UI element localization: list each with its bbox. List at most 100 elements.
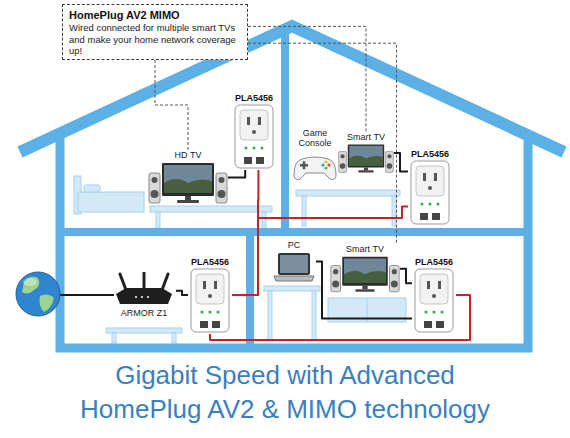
status-led: [216, 310, 219, 313]
adapter-icon: [408, 160, 452, 226]
ethernet-port: [244, 157, 252, 164]
adapter-icon: [232, 104, 276, 170]
gamepad-button: [324, 160, 327, 163]
outlet-slot: [247, 117, 250, 125]
speaker-cone: [151, 190, 159, 198]
network-cable: [228, 170, 245, 178]
room-wall: [281, 30, 289, 232]
floor: [60, 228, 528, 236]
outlet-ground: [428, 186, 432, 190]
speaker-cone: [340, 154, 344, 158]
callout-body: Wired connected for multiple smart TVs a…: [69, 22, 241, 57]
room-wall: [246, 232, 254, 348]
network-cable: [316, 262, 412, 319]
outlet-slot: [434, 173, 437, 181]
speaker-cone: [340, 163, 346, 169]
outlet-ground: [252, 130, 256, 134]
tv-screen: [164, 165, 212, 193]
desk-leg: [302, 196, 306, 226]
outlet-slot: [423, 173, 426, 181]
router-antenna: [162, 274, 168, 290]
table: [106, 328, 182, 333]
power-line: [232, 170, 258, 295]
device-label: PC: [272, 240, 316, 250]
speaker-cone: [387, 163, 393, 169]
router-body: [116, 288, 172, 304]
tv-icon: [330, 255, 400, 294]
pc-icon: [272, 251, 316, 283]
globe-continent: [40, 294, 55, 312]
tv-device: Smart TV: [338, 132, 394, 174]
outlet-slot: [214, 281, 217, 289]
tv-icon: [338, 143, 394, 174]
globe-continent: [22, 277, 39, 294]
tv-picture: [344, 271, 386, 283]
status-led: [200, 310, 203, 313]
speaker-cone: [333, 269, 338, 274]
laptop-lid: [278, 253, 310, 275]
ethernet-port: [212, 321, 220, 328]
status-led: [436, 202, 439, 205]
router-antenna: [143, 273, 146, 288]
bed-pillow: [84, 185, 100, 192]
ethernet-port: [420, 213, 428, 220]
tv-screen: [349, 146, 383, 166]
router-led: [135, 296, 137, 298]
router-icon: [112, 272, 176, 308]
speaker-cone: [219, 177, 225, 183]
device-label: Smart TV: [338, 132, 394, 142]
speaker-cone: [392, 269, 397, 274]
status-led: [260, 146, 263, 149]
status-led: [424, 310, 427, 313]
gamepad-button: [324, 166, 327, 169]
status-led: [440, 310, 443, 313]
speaker: [339, 151, 347, 172]
outlet-slot: [203, 281, 206, 289]
globe: [16, 272, 60, 316]
speaker: [216, 173, 227, 203]
desk: [264, 286, 320, 291]
power-line: [232, 207, 408, 296]
powerline-adapter: PLA5456: [408, 148, 452, 226]
adapter-label: PLA5456: [232, 92, 276, 104]
game-console: Game Console: [292, 128, 338, 183]
table-leg: [172, 333, 176, 343]
adapter-label: PLA5456: [408, 148, 452, 160]
device-label: HD TV: [148, 150, 228, 160]
house-walls: [60, 134, 528, 348]
desk: [296, 190, 400, 196]
adapter-label: PLA5456: [412, 256, 456, 268]
speaker-cone: [152, 177, 158, 183]
outlet-ground: [432, 294, 436, 298]
tv-device: HD TV: [148, 150, 228, 205]
callout-leader: [248, 43, 397, 244]
device-label: ARMOR Z1: [112, 308, 176, 319]
tv-base: [177, 200, 199, 203]
router-device: ARMOR Z1: [112, 272, 176, 319]
status-led: [244, 146, 247, 149]
globe-highlight: [23, 278, 37, 286]
speaker: [149, 173, 160, 203]
device-label: Smart TV: [330, 244, 400, 254]
network-cable: [176, 291, 188, 295]
status-led: [420, 202, 423, 205]
internet-cable: [60, 294, 114, 296]
tv-frame: [342, 257, 388, 286]
speaker-cone: [218, 190, 226, 198]
tv-stand: [362, 286, 367, 290]
status-led: [428, 202, 431, 205]
adapter-label: PLA5456: [188, 256, 232, 268]
callout-leader: [155, 60, 188, 150]
tv-frame: [162, 163, 214, 196]
outlet-slot: [258, 117, 261, 125]
callout-box: HomePlug AV2 MIMOWired connected for mul…: [62, 4, 248, 60]
status-led: [208, 310, 211, 313]
ethernet-port: [432, 213, 440, 220]
tv-icon: [148, 161, 228, 205]
ethernet-port: [424, 321, 432, 328]
speaker-cone: [332, 280, 339, 287]
outlet-face: [416, 166, 444, 196]
callout-leader: [248, 26, 366, 132]
gamepad-dpad: [303, 161, 306, 169]
